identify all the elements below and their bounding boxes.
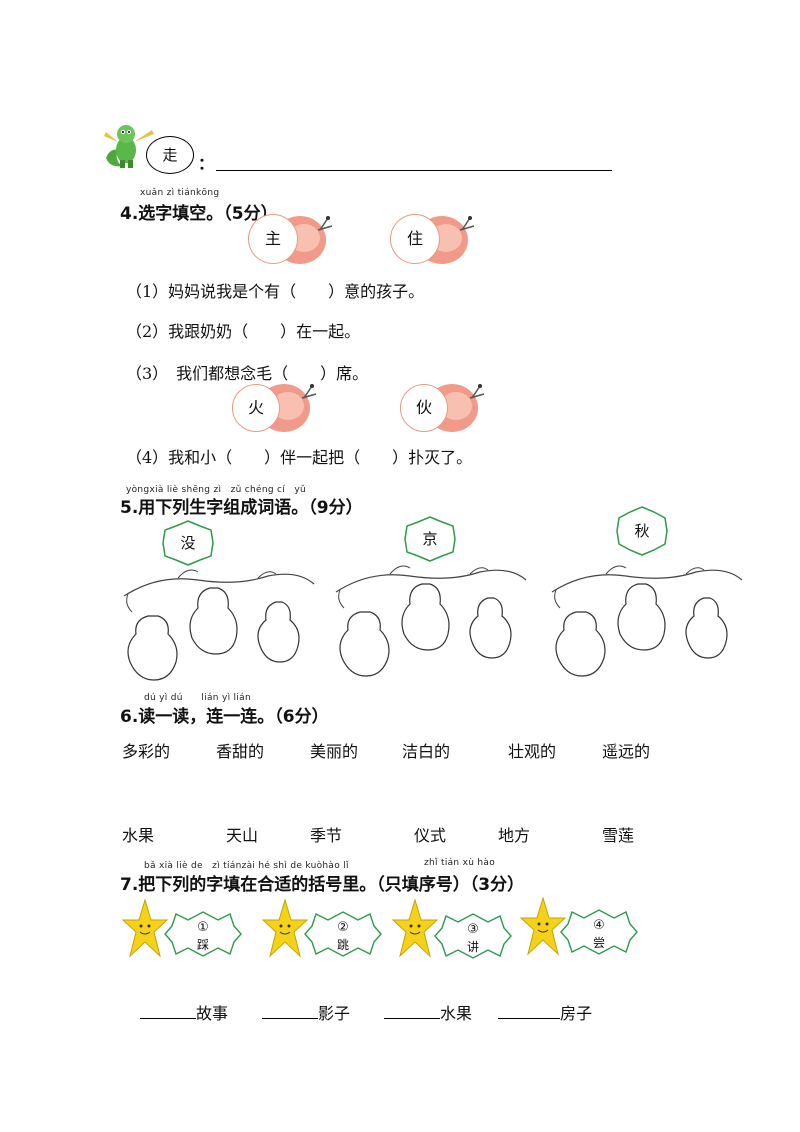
char-badge: 京 <box>404 516 456 562</box>
option-badge: ② 跳 <box>304 910 382 958</box>
choice-char: 主 <box>264 229 281 248</box>
option-badge: ③ 讲 <box>434 912 512 960</box>
q6-top-word[interactable]: 洁白的 <box>402 742 451 761</box>
q7-pinyin-1: bǎ xià liè de zì tiánzài hé shì de kuòhà… <box>144 861 349 871</box>
option-number: ② <box>337 920 349 935</box>
q6-bottom-word[interactable]: 雪莲 <box>602 826 635 845</box>
option-number: ① <box>197 920 209 935</box>
q6-top-word[interactable]: 美丽的 <box>310 742 359 761</box>
gourd-vine-icon <box>551 565 743 677</box>
q4-line-1: （1）妈妈说我是个有（ ）意的孩子。 <box>126 282 425 301</box>
star-character-icon <box>392 898 438 958</box>
q5-title: 5.用下列生字组成词语。（9分） <box>120 498 363 518</box>
char-badge-label: 京 <box>422 530 438 548</box>
option-number: ④ <box>593 918 605 933</box>
gourd-vine-icon <box>335 565 527 677</box>
q7-option: ② 跳 <box>262 898 382 968</box>
q6-bottom-word[interactable]: 仪式 <box>414 826 447 845</box>
star-character-icon <box>262 898 308 958</box>
blank-word: 故事 <box>196 1004 229 1023</box>
option-number: ③ <box>467 922 479 937</box>
q4-line-3: （3） 我们都想念毛（ ）席。 <box>126 364 369 383</box>
blank-word: 水果 <box>440 1004 473 1023</box>
choice-circle: 住 <box>390 214 440 264</box>
q6-bottom-word[interactable]: 季节 <box>310 826 343 845</box>
blank-word: 影子 <box>318 1004 351 1023</box>
q7-option: ① 踩 <box>122 898 242 968</box>
choice-circle: 火 <box>232 384 280 432</box>
q7-blank[interactable]: 水果 <box>384 1000 472 1024</box>
q6-bottom-word[interactable]: 地方 <box>498 826 531 845</box>
q4-line-4: （4）我和小（ ）伴一起把（ ）扑灭了。 <box>126 448 473 467</box>
option-badge: ① 踩 <box>164 910 242 958</box>
colon: ： <box>198 154 215 173</box>
blank-line[interactable] <box>140 1002 196 1019</box>
star-character-icon <box>122 898 168 958</box>
blank-line[interactable] <box>498 1002 560 1019</box>
star-character-icon <box>520 896 566 956</box>
char-badge: 秋 <box>616 506 668 556</box>
snail-choice: 主 <box>244 208 334 274</box>
gourd-group: 秋 <box>546 506 746 684</box>
choice-circle: 伙 <box>400 384 448 432</box>
q5-pinyin: yòngxià liè shēng zì zǔ chéng cí yǔ <box>126 485 307 495</box>
choice-char: 伙 <box>415 398 432 417</box>
snail-choice: 住 <box>386 208 476 274</box>
snail-choice: 伙 <box>396 376 486 442</box>
q6-top-word[interactable]: 壮观的 <box>508 742 557 761</box>
blank-line[interactable] <box>262 1002 318 1019</box>
q6-top-word[interactable]: 多彩的 <box>122 742 171 761</box>
q4-pinyin: xuǎn zì tiánkōng <box>140 188 220 198</box>
q6-top-word[interactable]: 遥远的 <box>602 742 651 761</box>
option-char: 踩 <box>196 938 209 952</box>
q7-title: 7.把下列的字填在合适的括号里。（只填序号）（3分） <box>120 875 525 895</box>
snail-choice: 火 <box>228 376 318 442</box>
q7-blank[interactable]: 房子 <box>498 1000 592 1024</box>
gourd-vine-icon <box>123 569 315 681</box>
q6-top-word[interactable]: 香甜的 <box>216 742 265 761</box>
blank-line[interactable] <box>384 1002 440 1019</box>
char-badge-label: 没 <box>180 534 196 552</box>
gourd-group: 京 <box>330 516 530 684</box>
char-badge-label: 秋 <box>634 522 650 540</box>
character-label: 走 <box>162 146 178 164</box>
char-badge: 没 <box>162 520 214 566</box>
choice-circle: 主 <box>248 214 298 264</box>
choice-char: 住 <box>406 229 423 248</box>
q6-bottom-word[interactable]: 天山 <box>226 826 259 845</box>
option-char: 跳 <box>336 938 349 952</box>
q7-option: ③ 讲 <box>392 898 516 968</box>
gourd-group: 没 <box>118 520 318 684</box>
blank-word: 房子 <box>560 1004 593 1023</box>
q7-pinyin-2: zhǐ tián xù hào <box>424 858 496 868</box>
q4-title: 4.选字填空。（5分） <box>120 204 278 224</box>
q6-title: 6.读一读，连一连。（6分） <box>120 707 329 727</box>
q7-blank[interactable]: 故事 <box>140 1000 228 1024</box>
option-char: 尝 <box>592 936 605 950</box>
q7-option: ④ 尝 <box>520 896 644 966</box>
mascot-icon <box>100 120 158 170</box>
q6-bottom-word[interactable]: 水果 <box>122 826 155 845</box>
q6-pinyin: dú yì dú lián yì lián <box>144 693 251 703</box>
option-char: 讲 <box>466 940 479 954</box>
q7-blank[interactable]: 影子 <box>262 1000 350 1024</box>
circled-character: 走 <box>146 136 194 174</box>
q4-line-2: （2）我跟奶奶（ ）在一起。 <box>126 322 361 341</box>
choice-char: 火 <box>247 398 264 417</box>
answer-line[interactable] <box>216 170 612 171</box>
option-badge: ④ 尝 <box>560 908 638 956</box>
